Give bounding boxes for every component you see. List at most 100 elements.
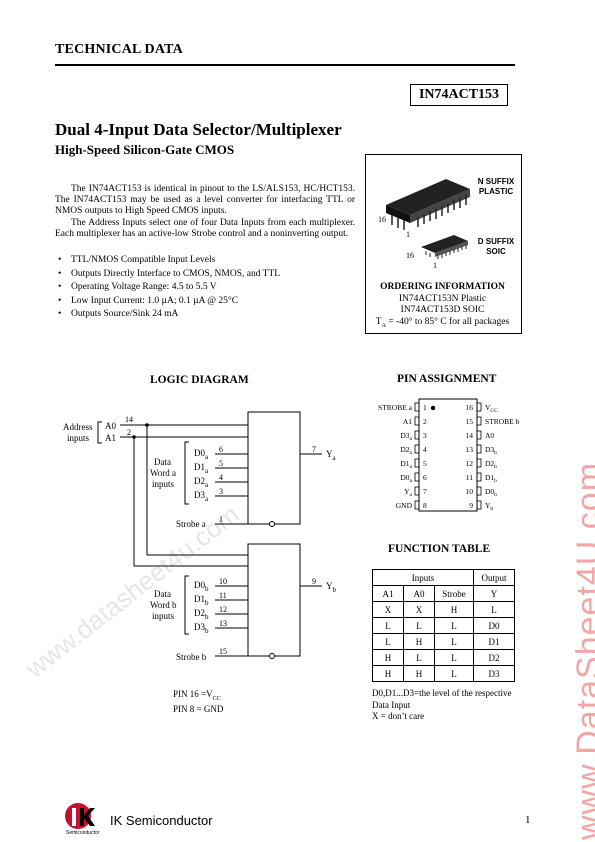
pin-stub <box>476 500 482 510</box>
dip-pin1-label: 1 <box>406 230 410 239</box>
pin-stub <box>476 458 482 468</box>
n-suffix: N SUFFIX <box>477 177 515 186</box>
pin-name-left: GND <box>396 501 413 510</box>
doc-header: TECHNICAL DATA <box>55 42 183 57</box>
table-cell: L <box>372 633 404 650</box>
table-row: L L L D0 <box>372 617 515 634</box>
pin-stub <box>414 416 420 426</box>
intro-text: The IN74ACT153 is identical in pinout to… <box>55 184 355 240</box>
data-b-label: Word b <box>150 600 177 610</box>
pin-name-right: D1b <box>485 473 497 484</box>
table-cell: L <box>434 633 474 650</box>
pin-label: 11 <box>219 591 227 600</box>
table-cell: X <box>372 601 404 618</box>
temp-symbol: T <box>375 316 382 327</box>
a0-label: A0 <box>105 421 116 431</box>
table-cell: H <box>403 665 435 682</box>
d3a-label: D3a <box>194 490 209 503</box>
pin-stub <box>476 486 482 496</box>
d0b-label: D0b <box>194 580 209 593</box>
table-cell: L <box>434 649 474 666</box>
note: X = don’t care <box>372 711 425 721</box>
table-cell: H <box>434 601 474 618</box>
d1b-label: D1b <box>194 594 209 607</box>
vcc-sub: CC <box>212 695 221 702</box>
pin-number-right: 9 <box>469 501 473 510</box>
pin-name-right: Yb <box>485 501 493 512</box>
ik-logo-icon: Semiconductor <box>65 803 100 836</box>
soic-package-icon <box>421 235 468 259</box>
page-number: 1 <box>525 814 531 826</box>
pin-name-left: STROBE a <box>378 403 413 412</box>
pin-number-right: 12 <box>466 459 474 468</box>
pin-stub <box>414 472 420 482</box>
feature-item: Low Input Current: 1.0 µA; 0.1 µA @ 25°C <box>55 295 355 309</box>
address-label: Address <box>63 422 93 432</box>
pin-name-left: Ya <box>404 487 412 498</box>
feature-item: Outputs Source/Sink 24 mA <box>55 308 355 322</box>
col-header: A1 <box>372 585 404 602</box>
pin-number-right: 16 <box>466 403 474 412</box>
table-row: H L L D2 <box>372 649 515 666</box>
dip-package-icon <box>386 179 470 230</box>
function-table-notes: D0,D1...D3=the level of the respective D… <box>372 688 542 723</box>
pin-assignment-title: PIN ASSIGNMENT <box>397 373 497 385</box>
ordering-title: ORDERING INFORMATION <box>380 282 505 292</box>
col-header: Strobe <box>434 585 474 602</box>
d-suffix-label: D SUFFIX SOIC <box>466 237 526 257</box>
temp-sub: A <box>381 322 386 329</box>
col-header: A0 <box>403 585 435 602</box>
pin-number-left: 1 <box>423 403 427 412</box>
pin-name-right: D3b <box>485 445 497 456</box>
pin-stub <box>414 500 420 510</box>
a1-pin: 2 <box>127 428 131 437</box>
data-a-label: Data <box>154 457 171 467</box>
yb-pin: 9 <box>312 577 316 586</box>
table-cell: H <box>372 665 404 682</box>
d1a-label: D1a <box>194 462 209 475</box>
pin-name-right: A0 <box>485 431 494 440</box>
d0a-label: D0a <box>194 448 209 461</box>
pin-name-right: VCC <box>485 403 498 414</box>
data-b-label: inputs <box>152 611 175 621</box>
power-pin-note: PIN 16 =VCC PIN 8 = GND <box>173 689 223 714</box>
pin-label: 13 <box>219 619 227 628</box>
table-cell: L <box>473 601 515 618</box>
col-header: Y <box>473 585 515 602</box>
temp-text: = -40° to 85° C for all packages <box>385 316 510 327</box>
doc-subtitle: High-Speed Silicon-Gate CMOS <box>55 142 235 157</box>
data-a-label: inputs <box>152 479 175 489</box>
logic-diagram: Address inputs A0 A1 14 2 <box>63 411 337 662</box>
pin-name-right: D0b <box>485 487 497 498</box>
pin-number-left: 8 <box>423 501 427 510</box>
feature-item: Operating Voltage Range: 4.5 to 5.5 V <box>55 281 355 295</box>
pin-number-right: 13 <box>466 445 474 454</box>
intro-paragraph: The IN74ACT153 is identical in pinout to… <box>55 184 355 217</box>
pin-name-right: D2b <box>485 459 497 470</box>
header-rule <box>55 64 515 66</box>
pin-number-left: 6 <box>423 473 427 482</box>
d3b-label: D3b <box>194 622 209 635</box>
dip-pin16-label: 16 <box>378 215 386 224</box>
a0-pin: 14 <box>125 415 133 424</box>
pin16-text: PIN 16 =V <box>173 689 213 699</box>
pin-name-right: STROBE b <box>485 417 520 426</box>
n-type: PLASTIC <box>478 187 514 196</box>
d-type: SOIC <box>486 247 506 256</box>
data-b-label: Data <box>154 589 171 599</box>
logo-sub: Semiconductor <box>66 830 100 836</box>
pin-number-left: 4 <box>423 445 427 454</box>
logic-diagram-title: LOGIC DIAGRAM <box>150 374 249 386</box>
pin-number-right: 11 <box>466 473 473 482</box>
table-row: L H L D1 <box>372 633 515 650</box>
d2b-label: D2b <box>194 608 209 621</box>
function-table-title: FUNCTION TABLE <box>388 543 491 555</box>
temp-range: TA = -40° to 85° C for all packages <box>365 317 520 332</box>
pin-stub <box>476 416 482 426</box>
soic-pin16-label: 16 <box>406 251 414 260</box>
pin-stub <box>476 472 482 482</box>
n-suffix-label: N SUFFIX PLASTIC <box>466 177 526 197</box>
pin-number-left: 5 <box>423 459 427 468</box>
pin-stub <box>476 430 482 440</box>
table-cell: D3 <box>473 665 515 682</box>
